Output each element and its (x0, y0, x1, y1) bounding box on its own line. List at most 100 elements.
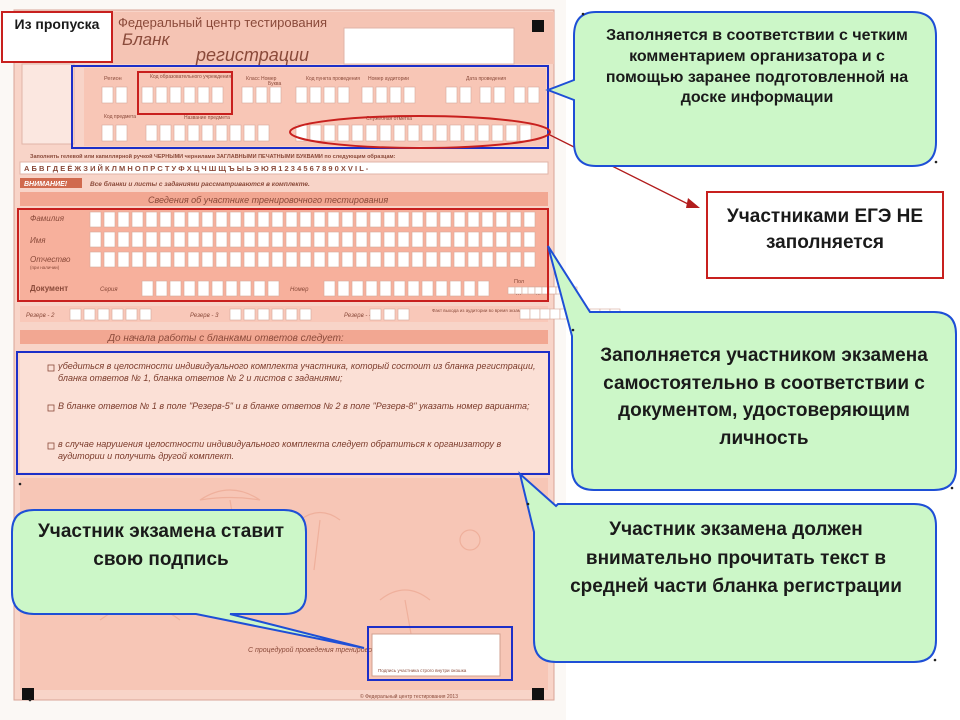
date-month-cell[interactable] (479, 86, 492, 104)
patronymic-cell[interactable] (117, 251, 130, 268)
surname-cell[interactable] (411, 211, 424, 228)
surname-cell[interactable] (89, 211, 102, 228)
document-series-cell[interactable] (169, 280, 182, 297)
name-cell[interactable] (523, 231, 536, 248)
patronymic-cell[interactable] (397, 251, 410, 268)
reserve3-cell[interactable] (229, 308, 242, 321)
surname-cell[interactable] (495, 211, 508, 228)
name-cell[interactable] (495, 231, 508, 248)
date-month-cell[interactable] (493, 86, 506, 104)
patronymic-cell[interactable] (103, 251, 116, 268)
sex-m-cell[interactable] (548, 286, 557, 295)
name-cell[interactable] (173, 231, 186, 248)
reserve2-cell[interactable] (125, 308, 138, 321)
name-cell[interactable] (229, 231, 242, 248)
document-number-cell[interactable] (379, 280, 392, 297)
surname-cell[interactable] (355, 211, 368, 228)
region-cell[interactable] (115, 86, 128, 104)
document-number-cell[interactable] (365, 280, 378, 297)
reserve2-cell[interactable] (139, 308, 152, 321)
institution-code-cell[interactable] (169, 86, 182, 104)
patronymic-cell[interactable] (481, 251, 494, 268)
document-number-cell[interactable] (323, 280, 336, 297)
reserve4-cell[interactable] (369, 308, 382, 321)
reserve2-cell[interactable] (97, 308, 110, 321)
name-cell[interactable] (369, 231, 382, 248)
subject-name-cell[interactable] (243, 124, 256, 142)
service-mark-cell[interactable] (379, 124, 392, 142)
surname-cell[interactable] (257, 211, 270, 228)
name-cell[interactable] (439, 231, 452, 248)
patronymic-cell[interactable] (383, 251, 396, 268)
reserve3-cell[interactable] (271, 308, 284, 321)
sex-f-cell[interactable] (514, 286, 523, 295)
institution-code-cell[interactable] (183, 86, 196, 104)
subject-name-cell[interactable] (187, 124, 200, 142)
subject-name-cell[interactable] (145, 124, 158, 142)
patronymic-cell[interactable] (145, 251, 158, 268)
name-cell[interactable] (117, 231, 130, 248)
patronymic-cell[interactable] (355, 251, 368, 268)
patronymic-cell[interactable] (313, 251, 326, 268)
document-number-cell[interactable] (421, 280, 434, 297)
institution-code-cell[interactable] (197, 86, 210, 104)
document-series-cell[interactable] (211, 280, 224, 297)
name-cell[interactable] (467, 231, 480, 248)
service-mark-cell[interactable] (309, 124, 322, 142)
patronymic-cell[interactable] (159, 251, 172, 268)
service-mark-cell[interactable] (351, 124, 364, 142)
service-mark-cell[interactable] (393, 124, 406, 142)
surname-cell[interactable] (159, 211, 172, 228)
region-cell[interactable] (101, 86, 114, 104)
document-series-cell[interactable] (183, 280, 196, 297)
document-series-cell[interactable] (155, 280, 168, 297)
institution-code-cell[interactable] (155, 86, 168, 104)
name-cell[interactable] (299, 231, 312, 248)
class-number-cell[interactable] (241, 86, 254, 104)
name-cell[interactable] (257, 231, 270, 248)
document-number-cell[interactable] (351, 280, 364, 297)
name-cell[interactable] (271, 231, 284, 248)
subject-name-cell[interactable] (201, 124, 214, 142)
document-series-cell[interactable] (197, 280, 210, 297)
reserve4-cell[interactable] (383, 308, 396, 321)
reserve4-cell[interactable] (397, 308, 410, 321)
service-mark-cell[interactable] (491, 124, 504, 142)
class-number-cell[interactable] (255, 86, 268, 104)
document-number-cell[interactable] (337, 280, 350, 297)
patronymic-cell[interactable] (509, 251, 522, 268)
surname-cell[interactable] (271, 211, 284, 228)
surname-cell[interactable] (243, 211, 256, 228)
service-mark-cell[interactable] (477, 124, 490, 142)
document-series-cell[interactable] (141, 280, 154, 297)
patronymic-cell[interactable] (467, 251, 480, 268)
reserve2-cell[interactable] (83, 308, 96, 321)
name-cell[interactable] (159, 231, 172, 248)
exam-point-cell[interactable] (295, 86, 308, 104)
surname-cell[interactable] (117, 211, 130, 228)
subject-name-cell[interactable] (215, 124, 228, 142)
name-cell[interactable] (383, 231, 396, 248)
surname-cell[interactable] (397, 211, 410, 228)
subject-name-cell[interactable] (229, 124, 242, 142)
patronymic-cell[interactable] (453, 251, 466, 268)
patronymic-cell[interactable] (131, 251, 144, 268)
name-cell[interactable] (187, 231, 200, 248)
surname-cell[interactable] (285, 211, 298, 228)
patronymic-cell[interactable] (341, 251, 354, 268)
document-number-cell[interactable] (449, 280, 462, 297)
patronymic-cell[interactable] (369, 251, 382, 268)
name-cell[interactable] (509, 231, 522, 248)
name-cell[interactable] (411, 231, 424, 248)
reserve3-cell[interactable] (257, 308, 270, 321)
date-year-cell[interactable] (527, 86, 540, 104)
name-cell[interactable] (481, 231, 494, 248)
service-mark-cell[interactable] (449, 124, 462, 142)
surname-cell[interactable] (425, 211, 438, 228)
document-series-cell[interactable] (239, 280, 252, 297)
name-cell[interactable] (341, 231, 354, 248)
sex-m-cell[interactable] (534, 286, 543, 295)
exam-point-cell[interactable] (323, 86, 336, 104)
exit-fact-cell[interactable] (549, 308, 561, 320)
surname-cell[interactable] (215, 211, 228, 228)
